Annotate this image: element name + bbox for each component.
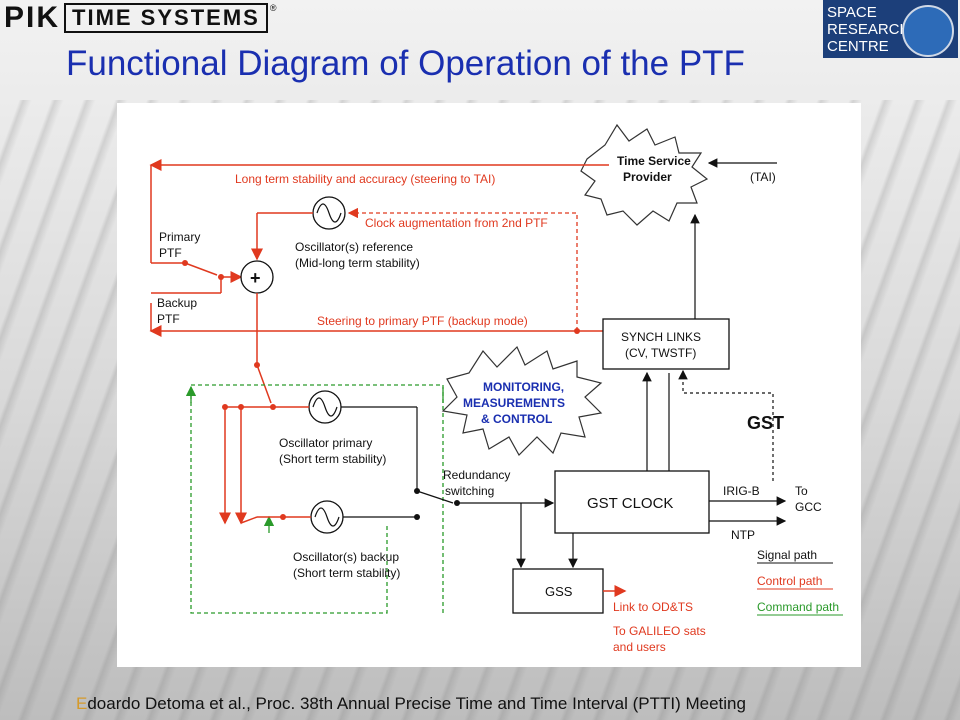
to-gcc-label-2: GCC (795, 500, 822, 514)
tai-label: (TAI) (750, 170, 776, 184)
footer-citation: Edoardo Detoma et al., Proc. 38th Annual… (76, 694, 746, 714)
gst-label: GST (747, 413, 784, 433)
osc-backup-label-2: (Short term stability) (293, 566, 400, 580)
src-line-3: CENTRE (827, 37, 889, 55)
plus-sign: + (250, 268, 261, 288)
legend-signal: Signal path (757, 548, 817, 562)
osc-ref-label-2: (Mid-long term stability) (295, 256, 420, 270)
time-service-label-2: Provider (623, 170, 672, 184)
monitoring-label-2: MEASUREMENTS (463, 396, 565, 410)
primary-label-1: Primary (159, 230, 200, 244)
monitoring-label-1: MONITORING, (483, 380, 564, 394)
steering-dot (574, 328, 580, 334)
link-odts-label: Link to OD&TS (613, 600, 693, 614)
gss-label: GSS (545, 584, 573, 599)
osc-backup-wave (314, 507, 340, 527)
redundancy-label-2: switching (445, 484, 494, 498)
osc-reference-wave (316, 203, 342, 223)
galileo-label-2: and users (613, 640, 666, 654)
galileo-label-1: To GALILEO sats (613, 624, 706, 638)
monitoring-label-3: & CONTROL (481, 412, 552, 426)
synch-links-box (602, 318, 730, 370)
seal-icon (902, 5, 954, 57)
steering-label: Steering to primary PTF (backup mode) (317, 314, 528, 328)
osc-backup-out-dot (414, 514, 420, 520)
time-service-provider-star (580, 123, 709, 226)
sum-to-osc-switch (256, 364, 272, 404)
logo-registered-mark: ® (269, 3, 277, 13)
logo-time-systems-text: TIME SYSTEMS (64, 3, 268, 33)
synch-links-label-2: (CV, TWSTF) (625, 346, 696, 360)
footer-citation-text: doardo Detoma et al., Proc. 38th Annual … (87, 694, 746, 713)
switch-blade (184, 262, 218, 276)
gst-dashed-path (678, 369, 774, 481)
functional-diagram: Time Service Provider (TAI) Long term st… (117, 103, 861, 667)
osc-primary-label-2: (Short term stability) (279, 452, 386, 466)
src-line-2: RESEARCH (827, 20, 911, 38)
switch-dot-2 (182, 260, 188, 266)
src-line-1: SPACE (827, 3, 877, 21)
irig-label: IRIG-B (723, 484, 760, 498)
primary-label-2: PTF (159, 246, 182, 260)
diagram-svg: Time Service Provider (TAI) Long term st… (149, 123, 843, 654)
page-title: Functional Diagram of Operation of the P… (66, 44, 745, 83)
osc-ref-label-1: Oscillator(s) reference (295, 240, 413, 254)
osc-backup-label-1: Oscillator(s) backup (293, 550, 399, 564)
osc-backup-switch (240, 516, 258, 524)
gst-clock-label: GST CLOCK (587, 495, 673, 512)
gst-clock-box (554, 470, 710, 534)
footer-first-letter: E (76, 694, 88, 713)
redundancy-blade (416, 490, 454, 504)
redundancy-label-1: Redundancy (443, 468, 510, 482)
osc-primary-label-1: Oscillator primary (279, 436, 372, 450)
backup-label-2: PTF (157, 312, 180, 326)
clock-aug-label: Clock augmentation from 2nd PTF (365, 216, 548, 230)
synch-links-label-1: SYNCH LINKS (621, 330, 701, 344)
osc-primary-wave (312, 397, 338, 417)
space-research-centre-logo: SPACE RESEARCH CENTRE (823, 0, 958, 58)
src-logo-text: SPACE RESEARCH CENTRE (823, 4, 910, 55)
osc-backup-in-dot (280, 514, 286, 520)
gss-box (512, 568, 604, 614)
legend-control: Control path (757, 574, 822, 588)
to-gcc-label-1: To (795, 484, 808, 498)
ntp-label: NTP (731, 528, 755, 542)
backup-label-1: Backup (157, 296, 197, 310)
monitoring-star (441, 345, 603, 456)
pik-logo: PIK TIME SYSTEMS ® (0, 0, 276, 36)
green-command-loop (190, 384, 444, 614)
logo-pik-text: PIK (4, 1, 61, 34)
time-service-label-1: Time Service (617, 154, 691, 168)
long-term-label: Long term stability and accuracy (steeri… (235, 172, 495, 186)
legend-command: Command path (757, 600, 839, 614)
clock-aug-path (347, 207, 578, 331)
